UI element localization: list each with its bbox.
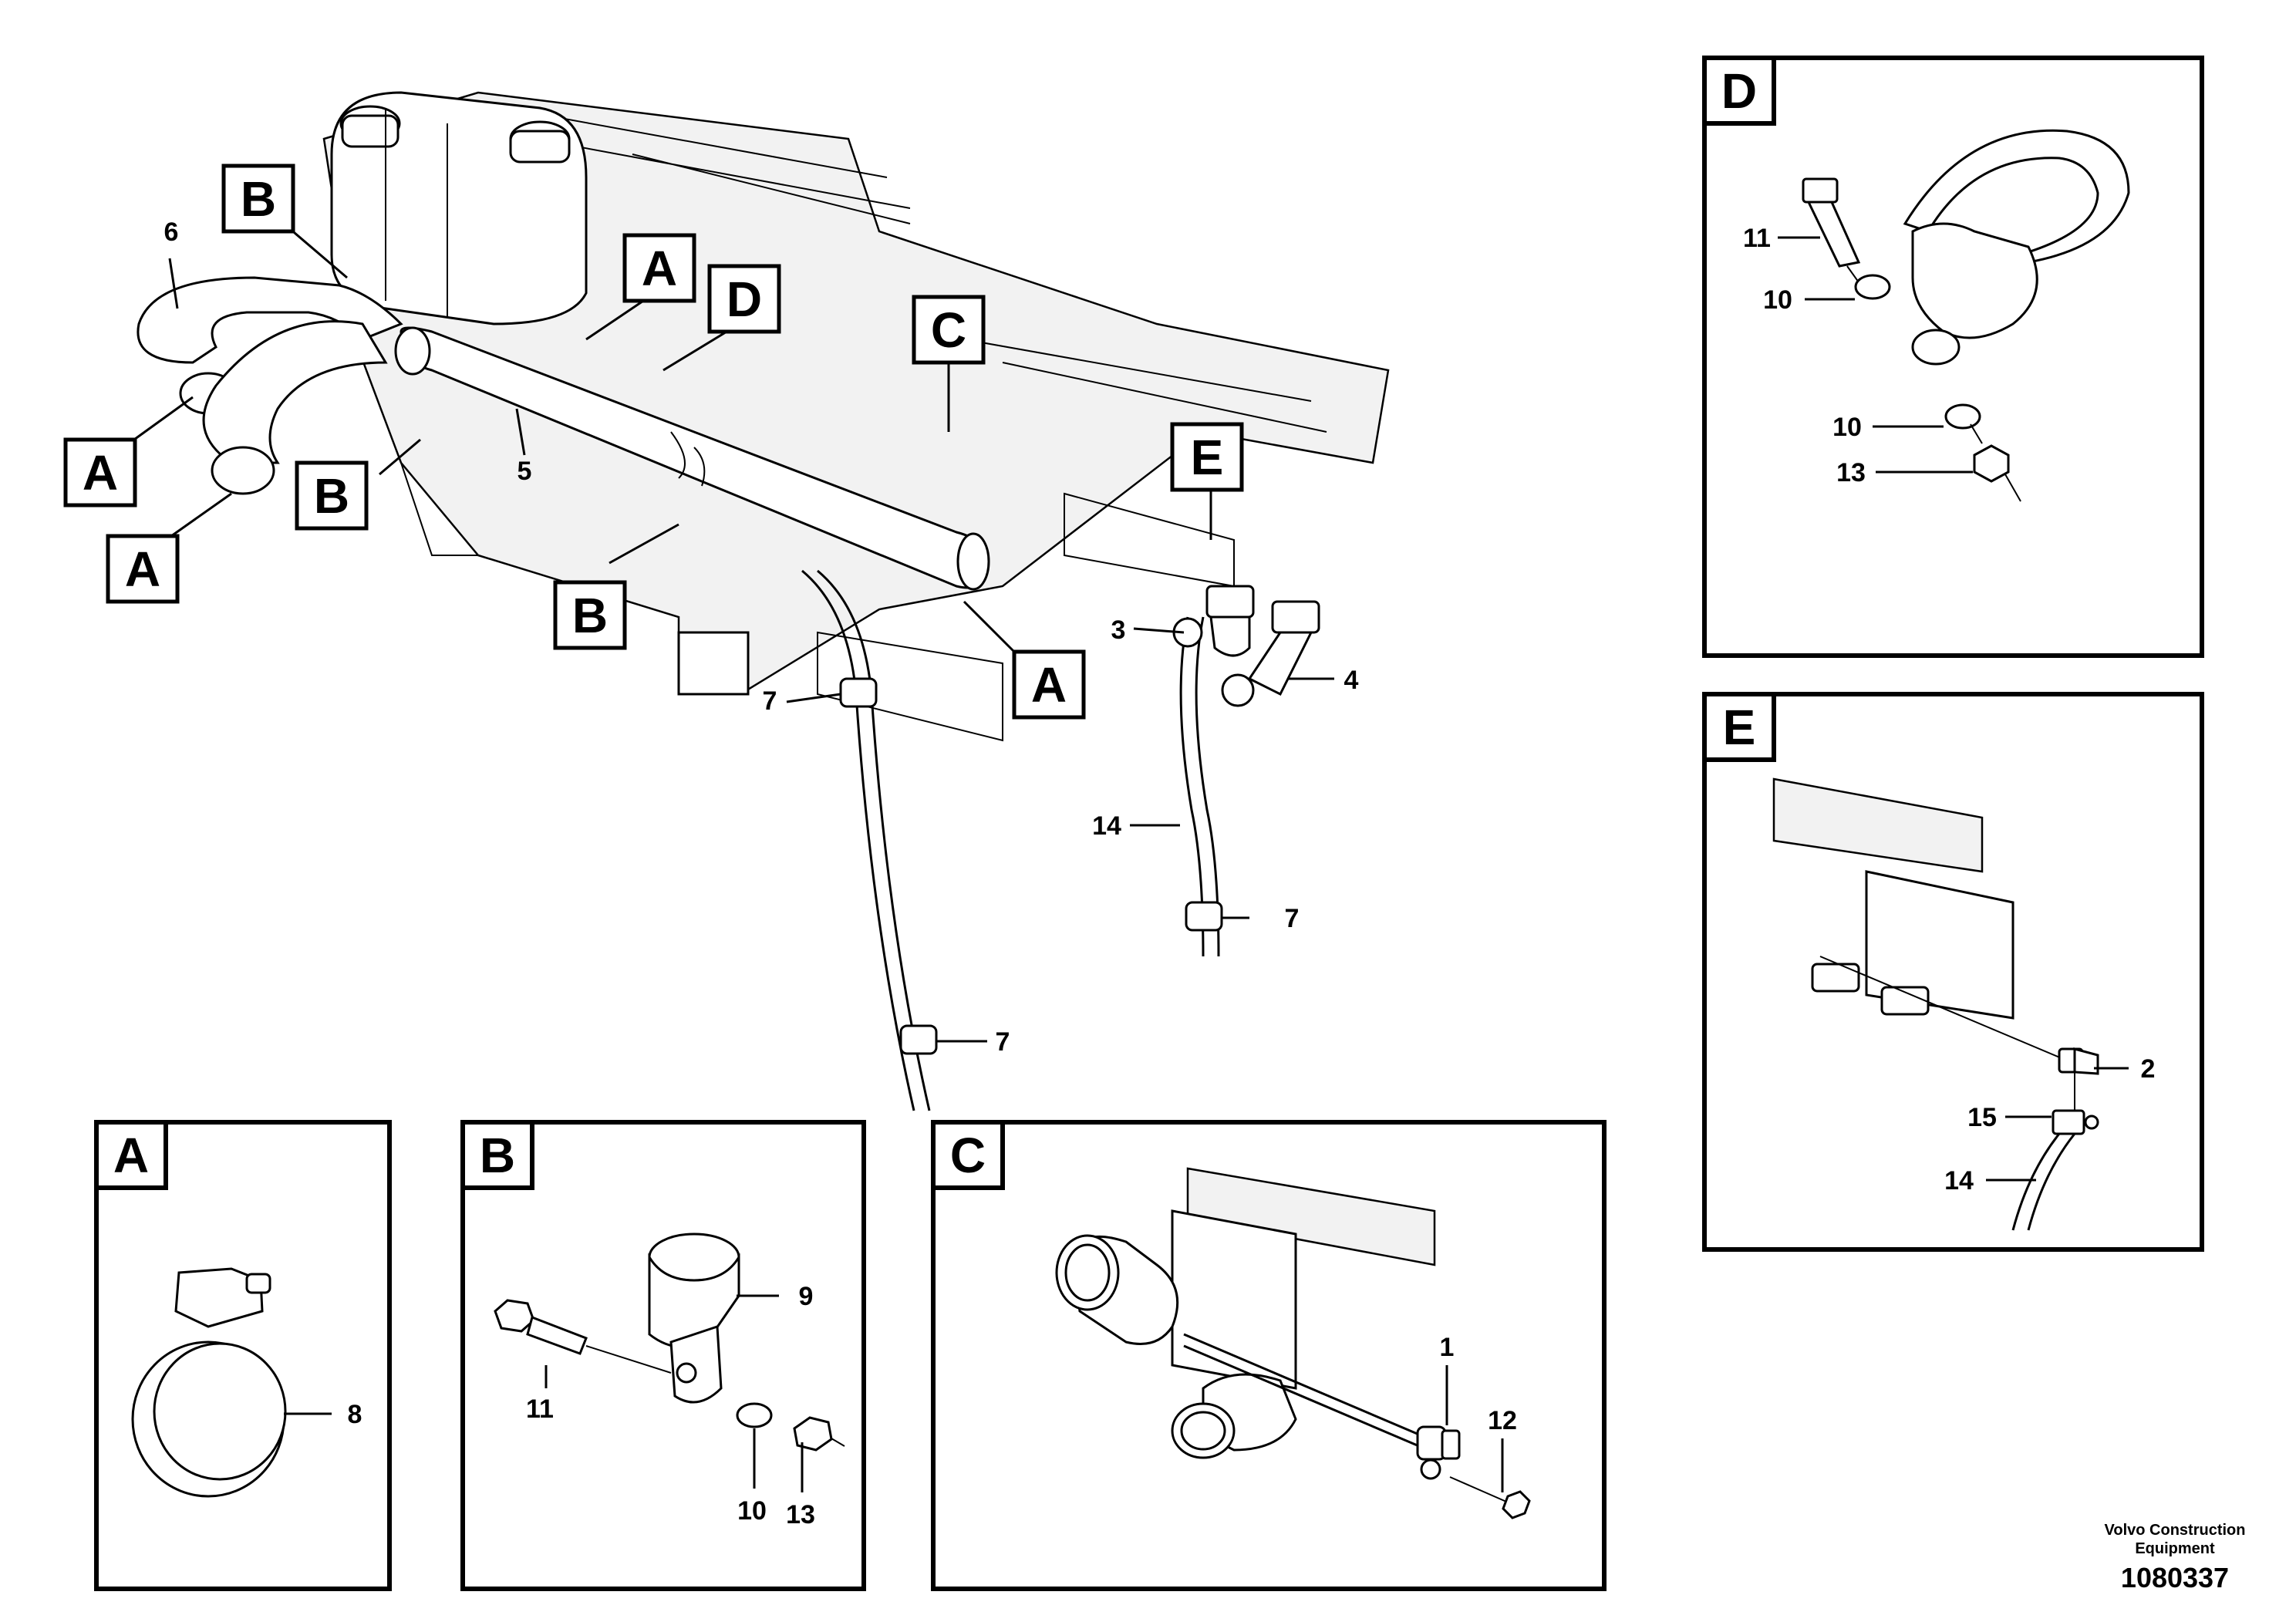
svg-text:D: D	[1721, 63, 1757, 119]
callout-a-2: A	[63, 437, 137, 508]
svg-text:A: A	[125, 541, 160, 597]
detail-e-number-14: 14	[1944, 1166, 1974, 1195]
detail-b-number-10: 10	[737, 1496, 767, 1526]
brand-line-1: Volvo Construction	[2104, 1522, 2246, 1539]
detail-d-number-11: 11	[1743, 224, 1771, 253]
svg-text:B: B	[241, 171, 276, 227]
item-number-14: 14	[1092, 811, 1121, 841]
callout-e-1: E	[1170, 422, 1244, 492]
callout-b-1: B	[221, 164, 295, 234]
main-assembly: B A D C E A B A	[63, 91, 1390, 1111]
item-number-7-upper: 7	[763, 686, 777, 716]
callout-a-4: A	[1012, 649, 1086, 720]
callout-a-1: A	[622, 233, 696, 303]
svg-text:C: C	[931, 302, 966, 358]
item-number-4: 4	[1344, 666, 1359, 695]
detail-b-number-13: 13	[786, 1500, 815, 1529]
detail-c-number-12: 12	[1488, 1406, 1517, 1435]
svg-text:A: A	[1031, 657, 1067, 713]
detail-a-panel: A 8	[94, 1120, 392, 1591]
item-number-6: 6	[164, 218, 179, 247]
detail-c-number-1: 1	[1440, 1333, 1455, 1362]
expansion-tank	[330, 91, 588, 325]
svg-text:D: D	[727, 271, 762, 327]
brand-line-2: Equipment	[2135, 1540, 2215, 1557]
svg-text:E: E	[1723, 700, 1756, 755]
detail-b-number-11: 11	[526, 1394, 554, 1424]
detail-d-number-10-lower: 10	[1832, 413, 1862, 442]
detail-b-panel: B 9 11 10 13	[460, 1120, 866, 1591]
svg-text:A: A	[83, 445, 118, 501]
fitting-3	[1172, 585, 1255, 657]
detail-b-number-9: 9	[799, 1282, 814, 1311]
svg-text:B: B	[314, 468, 349, 524]
hose-5	[394, 326, 990, 591]
svg-text:A: A	[642, 241, 677, 296]
svg-text:C: C	[950, 1128, 986, 1183]
drain-pipe-right	[1179, 616, 1223, 957]
detail-d-number-10-upper: 10	[1763, 285, 1792, 315]
item-number-5: 5	[518, 457, 532, 486]
brand-caption: Volvo Construction Equipment	[2082, 1521, 2267, 1558]
item-number-7-right: 7	[1285, 904, 1300, 933]
drain-pipe-left	[801, 569, 938, 1111]
svg-text:E: E	[1191, 430, 1224, 485]
detail-e-number-15: 15	[1967, 1103, 1997, 1132]
detail-e-panel: E 2 15 14	[1702, 692, 2204, 1252]
svg-text:B: B	[572, 588, 608, 643]
svg-text:A: A	[113, 1128, 149, 1183]
detail-d-panel: D 11 10 10 13	[1702, 56, 2204, 658]
detail-e-number-2: 2	[2141, 1054, 2156, 1084]
item-number-3: 3	[1111, 615, 1126, 645]
callout-a-3: A	[106, 534, 180, 604]
callout-d-1: D	[707, 264, 781, 334]
detail-d-number-13: 13	[1836, 458, 1866, 487]
radiator-frame	[322, 91, 1390, 742]
detail-c-panel: C 1 12	[931, 1120, 1607, 1591]
drawing-number: 1080337	[2120, 1562, 2230, 1593]
callout-b-2: B	[295, 460, 369, 531]
item-number-7-lower: 7	[996, 1027, 1010, 1057]
callout-b-3: B	[553, 580, 627, 650]
hose-6	[137, 276, 403, 495]
detail-a-number-8: 8	[348, 1400, 362, 1429]
fitting-4	[1221, 600, 1320, 707]
callout-c-1: C	[912, 295, 986, 365]
svg-text:B: B	[480, 1128, 515, 1183]
